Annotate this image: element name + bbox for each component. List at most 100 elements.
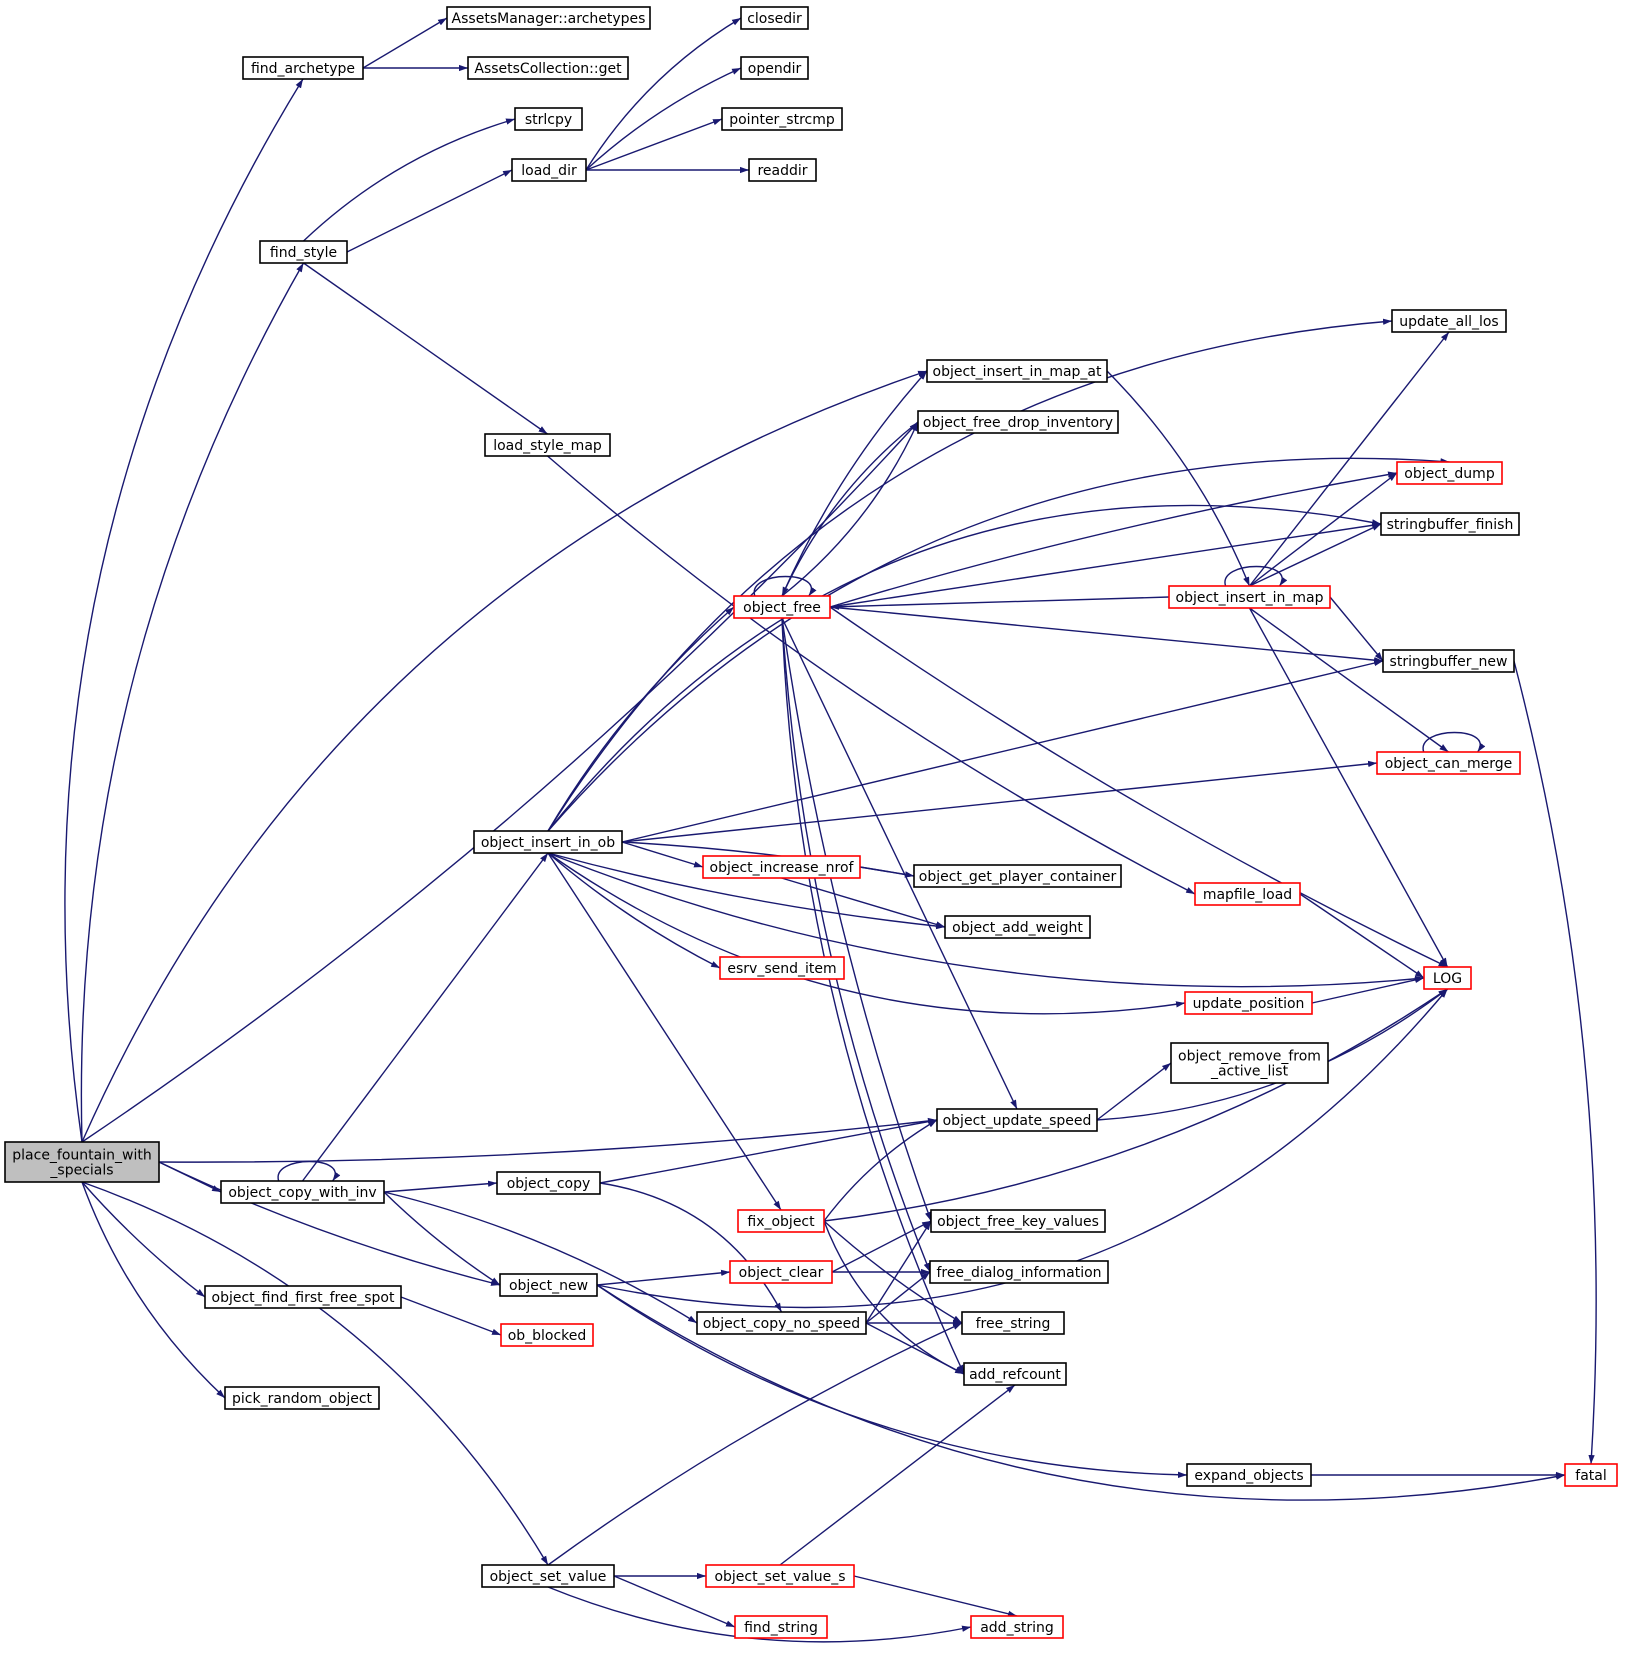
edge-object_copy_with_inv-self — [277, 1160, 341, 1182]
node-label: object_free_key_values — [937, 1214, 1099, 1230]
edge-place_fountain-to-object_find_first_free_spot — [81, 1181, 206, 1298]
node-stringbuffer-finish[interactable]: stringbuffer_finish — [1380, 512, 1520, 536]
node-box — [500, 1323, 594, 1347]
node-esrv-send-item[interactable]: esrv_send_item — [719, 956, 845, 980]
edge-object_insert_in_ob-to-stringbuffer_finish — [547, 504, 1382, 832]
node-box — [970, 1615, 1064, 1639]
node-object-set-value-s[interactable]: object_set_value_s — [705, 1564, 855, 1588]
node-closedir[interactable]: closedir — [740, 6, 809, 30]
node-label: stringbuffer_new — [1390, 654, 1508, 670]
edge-object_insert_in_ob-to-object_dump — [547, 457, 1450, 832]
edge-place_fountain-to-object_update_speed — [158, 1117, 938, 1163]
edge-object_free-to-object_update_speed — [781, 617, 1018, 1110]
node-box — [729, 1260, 833, 1284]
node-label: readdir — [757, 163, 807, 179]
node-load-style-map[interactable]: load_style_map — [484, 433, 611, 457]
node-label: load_dir — [521, 163, 577, 179]
node-add-refcount[interactable]: add_refcount — [963, 1362, 1067, 1386]
edge-object_copy_no_speed-to-object_free_key_values — [865, 1220, 932, 1324]
node-object-insert-in-map-at[interactable]: object_insert_in_map_at — [926, 359, 1108, 383]
node-fatal[interactable]: fatal — [1564, 1463, 1618, 1487]
edge-object_copy-to-object_update_speed — [599, 1118, 938, 1184]
node-pick-random-object[interactable]: pick_random_object — [224, 1386, 380, 1410]
node-label: update_position — [1193, 996, 1305, 1012]
node-find-string[interactable]: find_string — [734, 1615, 828, 1639]
node-find-archetype[interactable]: find_archetype — [242, 56, 364, 80]
node-strlcpy[interactable]: strlcpy — [514, 107, 583, 131]
edge-object_free-to-log — [829, 606, 1448, 968]
node-object-set-value[interactable]: object_set_value — [481, 1564, 615, 1588]
node-assets-manager-archetypes[interactable]: AssetsManager::archetypes — [446, 6, 651, 30]
edge-place_fountain-to-object_set_value — [81, 1181, 549, 1566]
node-box — [1170, 1042, 1329, 1084]
node-object-free-key-values[interactable]: object_free_key_values — [930, 1209, 1106, 1233]
node-mapfile-load[interactable]: mapfile_load — [1194, 882, 1301, 906]
node-update-all-los[interactable]: update_all_los — [1391, 309, 1507, 333]
node-box — [511, 158, 587, 182]
node-label: object_copy_no_speed — [703, 1316, 860, 1332]
node-object-add-weight[interactable]: object_add_weight — [944, 915, 1091, 939]
node-label: object_find_first_free_spot — [212, 1290, 395, 1306]
edge-fix_object-to-free_string — [823, 1220, 963, 1324]
node-object-remove-from-active-list[interactable]: object_remove_from_active_list — [1170, 1042, 1329, 1084]
node-object-free[interactable]: object_free — [733, 595, 831, 619]
edge-object_set_value_s-to-add_refcount — [779, 1384, 1016, 1566]
node-update-position[interactable]: update_position — [1184, 991, 1313, 1015]
edge-find_style-to-strlcpy — [303, 118, 516, 242]
node-object-copy-no-speed[interactable]: object_copy_no_speed — [696, 1311, 867, 1335]
edge-object_insert_in_map_at-to-object_insert_in_map — [1106, 370, 1251, 587]
node-object-can-merge[interactable]: object_can_merge — [1376, 751, 1521, 775]
node-object-dump[interactable]: object_dump — [1396, 461, 1503, 485]
node-load-dir[interactable]: load_dir — [511, 158, 587, 182]
node-object-increase-nrof[interactable]: object_increase_nrof — [702, 855, 861, 879]
node-fix-object[interactable]: fix_object — [737, 1209, 825, 1233]
node-label: object_increase_nrof — [710, 860, 855, 876]
node-object-new[interactable]: object_new — [499, 1273, 598, 1297]
node-object-find-first-free-spot[interactable]: object_find_first_free_spot — [204, 1285, 402, 1309]
node-object-update-speed[interactable]: object_update_speed — [936, 1108, 1098, 1132]
node-object-copy[interactable]: object_copy — [496, 1171, 601, 1195]
edge-object_free-to-add_refcount — [781, 617, 965, 1375]
node-object-clear[interactable]: object_clear — [729, 1260, 833, 1284]
node-place-fountain[interactable]: place_fountain_with_specials — [4, 1141, 160, 1183]
node-label: fatal — [1575, 1468, 1606, 1484]
edge-find_style-to-load_style_map — [303, 262, 548, 435]
edge-object_free-to-object_free_key_values — [781, 617, 932, 1222]
edge-object_insert_in_ob-to-object_increase_nrof — [621, 841, 704, 868]
edge-object_insert_in_map-to-log — [1248, 607, 1449, 968]
node-box — [259, 240, 348, 264]
node-object-copy-with-inv[interactable]: object_copy_with_inv — [220, 1180, 385, 1204]
node-opendir[interactable]: opendir — [740, 56, 809, 80]
edge-object_free-self — [753, 575, 817, 597]
node-box — [496, 1171, 601, 1195]
node-log[interactable]: LOG — [1423, 966, 1472, 990]
node-label: load_style_map — [493, 438, 602, 454]
node-label: object_free — [743, 600, 821, 616]
edge-place_fountain-to-find_archetype — [64, 78, 304, 1143]
node-box — [721, 107, 843, 131]
node-pointer-strcmp[interactable]: pointer_strcmp — [721, 107, 843, 131]
edge-object_free-to-object_dump — [829, 471, 1398, 608]
node-object-free-drop-inventory[interactable]: object_free_drop_inventory — [917, 410, 1119, 434]
node-add-string[interactable]: add_string — [970, 1615, 1064, 1639]
edge-object_insert_in_ob-to-object_add_weight — [547, 852, 946, 930]
node-label: object_set_value — [490, 1569, 607, 1585]
node-assets-collection-get[interactable]: AssetsCollection::get — [467, 56, 629, 80]
node-label: find_style — [270, 245, 337, 261]
node-ob-blocked[interactable]: ob_blocked — [500, 1323, 594, 1347]
node-box — [242, 56, 364, 80]
node-free-string[interactable]: free_string — [961, 1311, 1065, 1335]
node-label: object_free_drop_inventory — [923, 415, 1113, 431]
node-free-dialog-information[interactable]: free_dialog_information — [929, 1260, 1109, 1284]
node-box — [473, 830, 623, 854]
node-object-get-player-container[interactable]: object_get_player_container — [913, 864, 1122, 888]
node-object-insert-in-map[interactable]: object_insert_in_map — [1168, 585, 1331, 609]
node-readdir[interactable]: readdir — [748, 158, 817, 182]
node-find-style[interactable]: find_style — [259, 240, 348, 264]
node-box — [930, 1209, 1106, 1233]
node-box — [702, 855, 861, 879]
node-stringbuffer-new[interactable]: stringbuffer_new — [1382, 649, 1515, 673]
node-box — [1376, 751, 1521, 775]
node-object-insert-in-ob[interactable]: object_insert_in_ob — [473, 830, 623, 854]
node-expand-objects[interactable]: expand_objects — [1186, 1463, 1312, 1487]
